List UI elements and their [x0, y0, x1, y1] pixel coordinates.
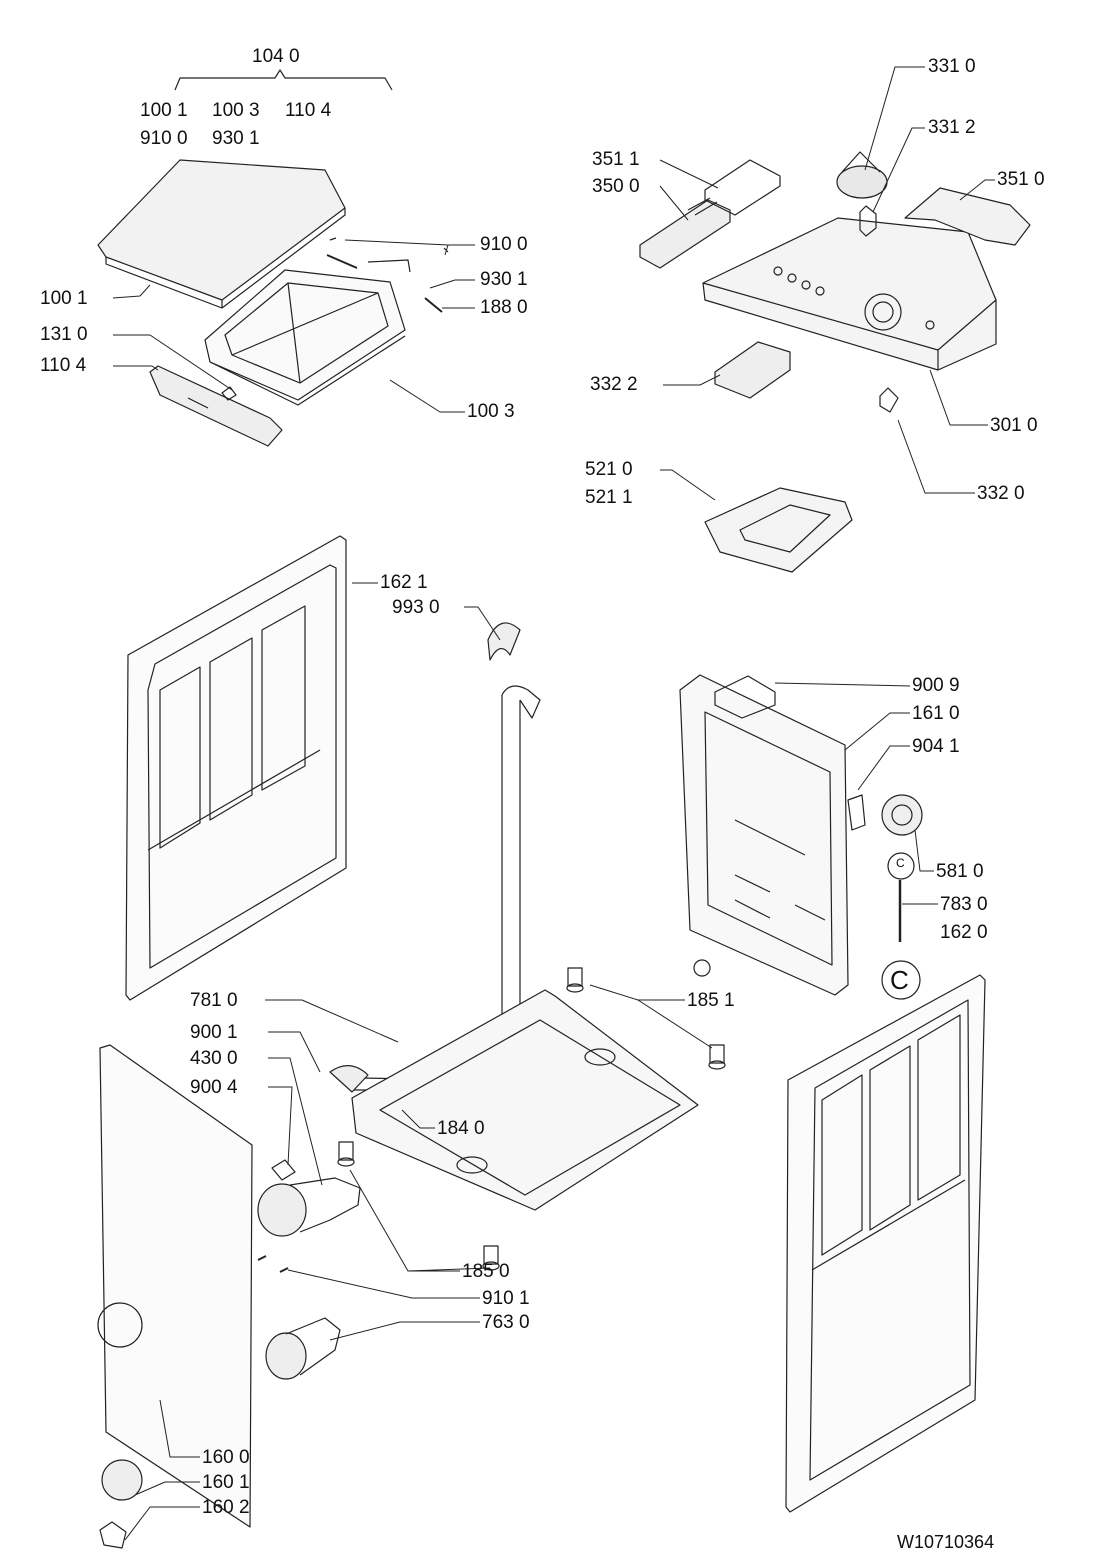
- selector-knob: [836, 151, 888, 237]
- callout-3322: 332 2: [590, 374, 638, 395]
- callout-3320: 332 0: [977, 483, 1025, 504]
- callout-1610: 161 0: [912, 703, 960, 724]
- front-trim: [149, 365, 283, 447]
- assembly-member-1003: 100 3: [212, 100, 260, 121]
- callout-7810: 781 0: [190, 990, 238, 1011]
- callout-1001: 100 1: [40, 288, 88, 309]
- callout-1104: 110 4: [40, 355, 87, 376]
- pressure-switch: [847, 794, 923, 1000]
- assembly-bracket: [174, 69, 393, 91]
- callout-9004: 900 4: [190, 1077, 238, 1098]
- callout-5211: 521 1: [585, 487, 633, 508]
- callout-9301: 930 1: [480, 269, 528, 290]
- circle-mark-large: C: [890, 965, 909, 995]
- callout-7830: 783 0: [940, 894, 988, 915]
- callout-3510: 351 0: [997, 169, 1045, 190]
- callout-1621: 162 1: [380, 572, 428, 593]
- console-panel: [702, 217, 997, 371]
- callout-1851: 185 1: [687, 990, 735, 1011]
- control-board: [639, 159, 781, 269]
- callout-9101: 910 1: [482, 1288, 530, 1309]
- buttons: [714, 341, 899, 413]
- console-bracket: [904, 187, 1031, 246]
- callout-3310: 331 0: [928, 56, 976, 77]
- callout-9041: 904 1: [912, 736, 960, 757]
- base-frame: [351, 989, 699, 1211]
- callout-1602: 160 2: [202, 1497, 250, 1518]
- left-side-panel: [125, 535, 347, 1001]
- screws-hinge: [326, 237, 449, 313]
- drain-hose: [329, 622, 541, 1093]
- assembly-member-9301: 930 1: [212, 128, 260, 149]
- rear-panel: [679, 674, 849, 996]
- callout-5810: 581 0: [936, 861, 984, 882]
- dispenser: [704, 487, 853, 573]
- callout-1620: 162 0: [940, 922, 988, 943]
- top-lid: [97, 159, 346, 309]
- leader-lines: [112, 66, 995, 1541]
- circle-mark-small: C: [896, 856, 905, 870]
- callout-3500: 350 0: [592, 176, 640, 197]
- assembly-member-1001: 100 1: [140, 100, 188, 121]
- callout-1310: 131 0: [40, 324, 88, 345]
- callout-1880: 188 0: [480, 297, 528, 318]
- drain-pump: [257, 1159, 361, 1273]
- callout-3511: 351 1: [592, 149, 640, 170]
- callout-1003: 100 3: [467, 401, 515, 422]
- callout-3312: 331 2: [928, 117, 976, 138]
- right-side-panel: [785, 974, 986, 1513]
- callout-9930: 993 0: [392, 597, 440, 618]
- pump-filter: [265, 1317, 341, 1380]
- assembly-member-9100: 910 0: [140, 128, 188, 149]
- callout-7630: 763 0: [482, 1312, 530, 1333]
- assembly-member-1104: 110 4: [285, 100, 332, 121]
- document-code: W10710364: [897, 1532, 995, 1552]
- callout-9100: 910 0: [480, 234, 528, 255]
- lid-frame: [204, 269, 406, 406]
- callout-1600: 160 0: [202, 1447, 250, 1468]
- callout-9009: 900 9: [912, 675, 960, 696]
- front-panel: [97, 1044, 253, 1549]
- assembly-group-label: 104 0: [252, 46, 300, 67]
- callout-1850: 185 0: [462, 1261, 510, 1282]
- callout-1601: 160 1: [202, 1472, 250, 1493]
- callout-4300: 430 0: [190, 1048, 238, 1069]
- callout-1840: 184 0: [437, 1118, 485, 1139]
- feet: [337, 967, 726, 1271]
- callout-5210: 521 0: [585, 459, 633, 480]
- callout-3010: 301 0: [990, 415, 1038, 436]
- callout-9001: 900 1: [190, 1022, 238, 1043]
